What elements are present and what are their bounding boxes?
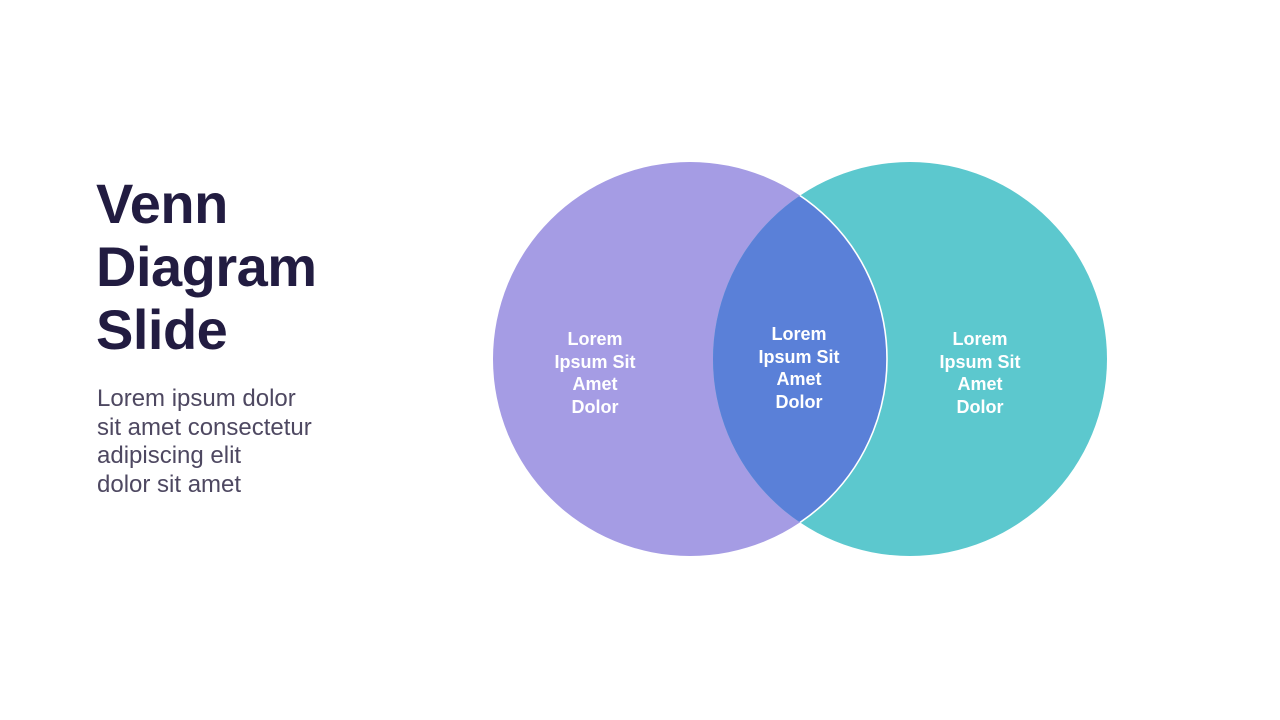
venn-label-right: Lorem Ipsum Sit Amet Dolor: [939, 329, 1021, 417]
venn-overlap-outline: [713, 162, 888, 556]
slide-title: Venn Diagram Slide: [96, 172, 317, 361]
venn-label-overlap: Lorem Ipsum Sit Amet Dolor: [758, 324, 840, 412]
venn-label-left: Lorem Ipsum Sit Amet Dolor: [554, 329, 636, 417]
slide-subtitle: Lorem ipsum dolor sit amet consectetur a…: [97, 385, 312, 498]
venn-overlap-region: [713, 162, 887, 556]
